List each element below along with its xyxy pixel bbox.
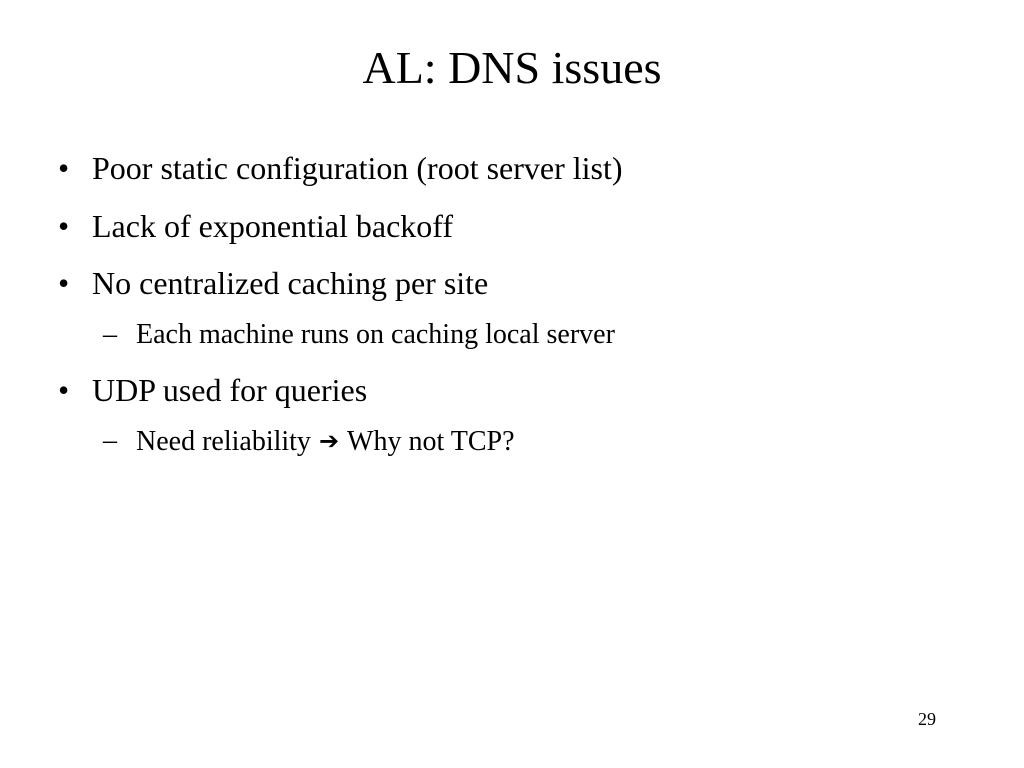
bullet-marker: •	[58, 265, 70, 301]
right-arrow-icon: ➔	[318, 427, 340, 455]
sub-bullet-text-after: Why not TCP?	[347, 426, 515, 457]
sub-bullet-text-before: Need reliability	[136, 426, 311, 457]
bullet-text: Lack of exponential backoff	[92, 208, 454, 244]
sub-bullet-marker: –	[103, 425, 117, 456]
bullet-marker: •	[58, 208, 70, 244]
sub-bullet-marker: –	[103, 319, 117, 350]
bullet-text: No centralized caching per site	[92, 265, 489, 301]
sub-bullet-text: Each machine runs on caching local serve…	[136, 319, 615, 350]
bullet-marker: •	[58, 372, 70, 408]
sub-bullet-text: Need reliability➔Why not TCP?	[136, 424, 515, 459]
slide-title: AL: DNS issues	[362, 42, 662, 93]
page-number: 29	[918, 709, 936, 729]
bullet-text: Poor static configuration (root server l…	[92, 150, 623, 186]
bullet-marker: •	[58, 150, 70, 186]
bullet-text: UDP used for queries	[92, 372, 368, 408]
